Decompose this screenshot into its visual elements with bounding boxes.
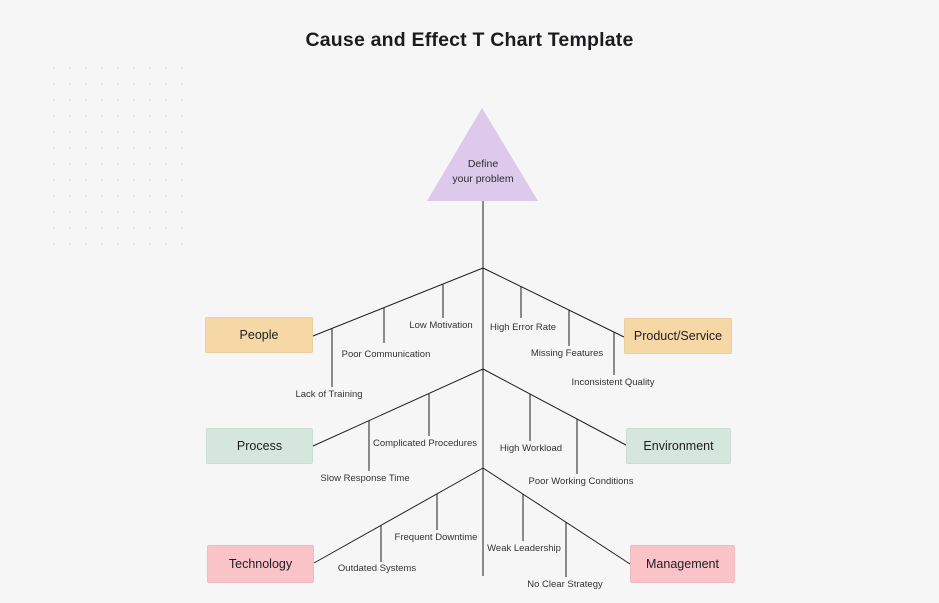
cause-label-high-error-rate[interactable]: High Error Rate <box>490 322 556 333</box>
cause-label-high-workload[interactable]: High Workload <box>499 443 563 454</box>
category-box-environment[interactable]: Environment <box>626 428 731 464</box>
problem-label[interactable]: Define your problem <box>452 158 514 186</box>
cause-label-complicated-procedures[interactable]: Complicated Procedures <box>372 438 478 449</box>
cause-label-lack-of-training[interactable]: Lack of Training <box>295 389 363 400</box>
cause-label-no-clear-strategy[interactable]: No Clear Strategy <box>527 579 603 590</box>
problem-triangle-shape[interactable] <box>427 108 538 201</box>
category-box-technology[interactable]: Technology <box>207 545 314 583</box>
category-box-process[interactable]: Process <box>206 428 313 464</box>
cause-label-missing-features[interactable]: Missing Features <box>530 348 604 359</box>
cause-label-slow-response-time[interactable]: Slow Response Time <box>320 473 410 484</box>
cause-label-frequent-downtime[interactable]: Frequent Downtime <box>394 532 478 543</box>
cause-label-poor-communication[interactable]: Poor Communication <box>341 349 431 360</box>
cause-label-outdated-systems[interactable]: Outdated Systems <box>337 563 417 574</box>
cause-label-weak-leadership[interactable]: Weak Leadership <box>487 543 561 554</box>
cause-label-low-motivation[interactable]: Low Motivation <box>409 320 473 331</box>
cause-label-inconsistent-quality[interactable]: Inconsistent Quality <box>571 377 655 388</box>
page-title: Cause and Effect T Chart Template <box>305 29 634 51</box>
branch-lines <box>312 267 631 565</box>
cause-label-poor-working-conditions[interactable]: Poor Working Conditions <box>528 476 634 487</box>
cause-tick-lines <box>331 284 615 577</box>
category-box-management[interactable]: Management <box>630 545 735 583</box>
category-box-product-service[interactable]: Product/Service <box>624 318 732 354</box>
category-box-people[interactable]: People <box>205 317 313 353</box>
